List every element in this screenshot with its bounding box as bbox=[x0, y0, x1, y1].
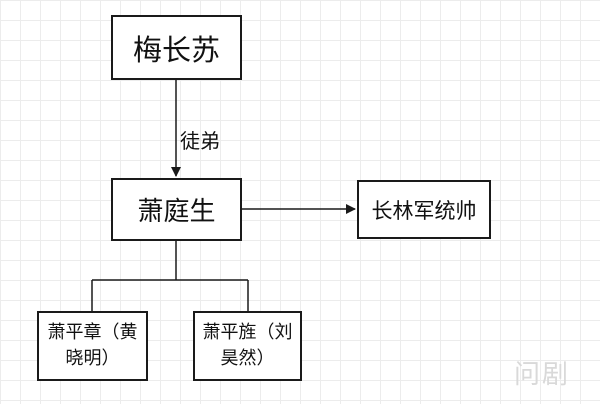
node-xiao-pingjing-line2: 昊然） bbox=[220, 348, 275, 369]
node-mei-changsu-label: 梅长苏 bbox=[132, 32, 220, 67]
watermark: 问剧 bbox=[514, 360, 571, 390]
node-changlin-commander: 长林军统帅 bbox=[357, 180, 491, 239]
node-xiao-pingjing-line1: 萧平旌（刘 bbox=[202, 322, 293, 343]
edge-label-disciple: 徒弟 bbox=[180, 129, 220, 153]
node-xiao-pingzhang-line1: 萧平章（黄 bbox=[47, 322, 138, 343]
node-xiao-pingjing: 萧平旌（刘 昊然） bbox=[193, 311, 302, 381]
node-xiao-pingzhang-line2: 晓明） bbox=[65, 348, 120, 369]
node-xiao-tingsheng: 萧庭生 bbox=[111, 178, 242, 241]
node-xiao-tingsheng-label: 萧庭生 bbox=[137, 197, 216, 227]
node-xiao-pingzhang: 萧平章（黄 晓明） bbox=[37, 311, 148, 381]
node-mei-changsu: 梅长苏 bbox=[111, 15, 242, 80]
node-changlin-commander-label: 长林军统帅 bbox=[371, 198, 477, 223]
